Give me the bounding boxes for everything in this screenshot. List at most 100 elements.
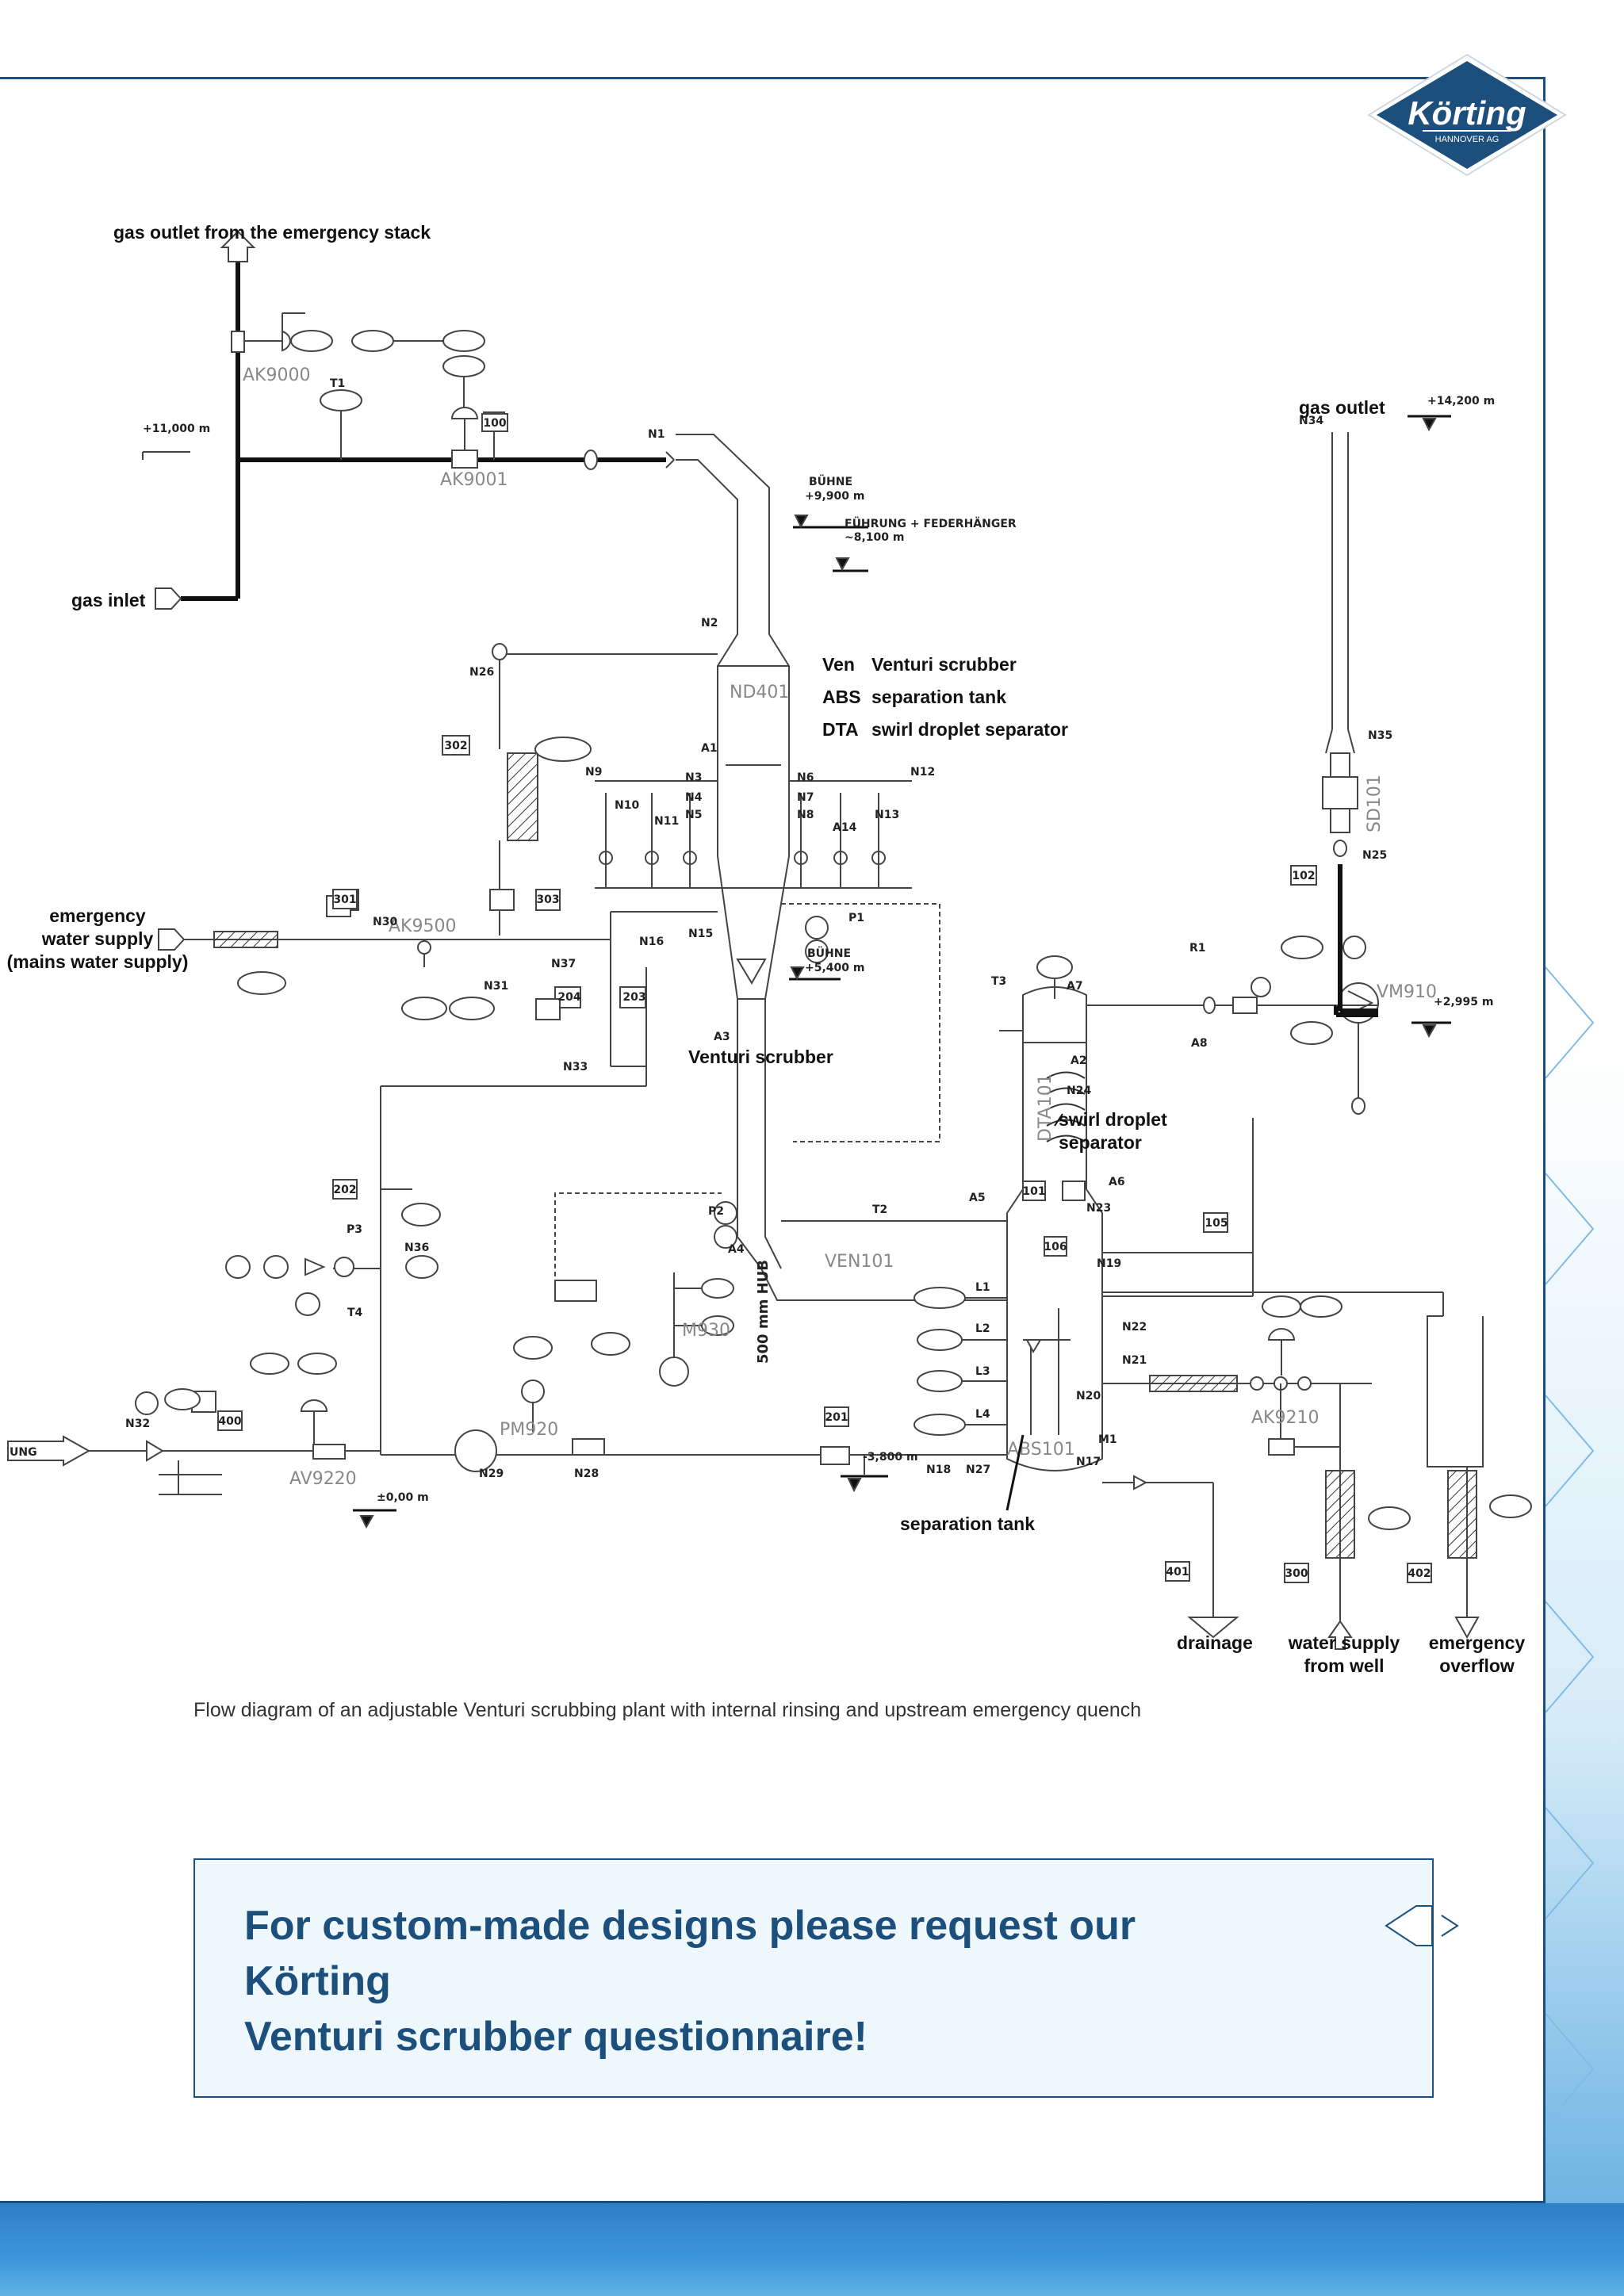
nozzle-tag: N22: [1122, 1321, 1147, 1334]
nozzle-tag: N26: [469, 666, 494, 679]
nozzle-tag: N36: [404, 1242, 429, 1254]
nozzle-tag: A8: [1191, 1037, 1208, 1050]
nozzle-tag: A7: [1067, 980, 1083, 993]
nozzle-tag: N11: [654, 815, 679, 828]
nozzle-tag: N1: [648, 428, 665, 441]
nozzle-tag: N27: [966, 1464, 990, 1476]
nozzle-tag: N10: [615, 799, 639, 812]
line-number-tag: 301: [333, 894, 356, 906]
elev-11000: +11,000 m: [143, 423, 210, 435]
tag-m930: M930: [682, 1321, 730, 1341]
nozzle-tag: N5: [685, 809, 702, 821]
decorative-chevrons: [1545, 966, 1595, 2126]
nozzle-tag: R1: [1189, 942, 1206, 955]
line-number-tag: 201: [825, 1411, 848, 1424]
nozzle-tag: N37: [551, 958, 576, 970]
tag-sd101: SD101: [1365, 775, 1385, 832]
nozzle-tag: A2: [1071, 1054, 1087, 1067]
label-drainage: drainage: [1177, 1632, 1253, 1653]
content-frame: [0, 77, 1545, 2203]
nozzle-tag: N8: [797, 809, 814, 821]
label-swirl-droplet-separator: swirl droplet separator: [1059, 1109, 1167, 1153]
nozzle-tag: N24: [1067, 1085, 1091, 1097]
nozzle-tag: L3: [975, 1365, 990, 1378]
line-number-tag: 203: [622, 991, 645, 1004]
nozzle-tag: N21: [1122, 1354, 1147, 1367]
line-number-tag: 202: [333, 1184, 356, 1196]
line-number-tag: 204: [557, 991, 580, 1004]
platform-buhne-top: BÜHNE: [809, 474, 852, 488]
tag-ven101: VEN101: [825, 1252, 894, 1272]
elev-minus3800: -3,800 m: [863, 1451, 918, 1464]
nozzle-tag: N31: [484, 980, 508, 993]
line-number-tag: 106: [1044, 1241, 1067, 1253]
nozzle-tag: N15: [688, 928, 713, 940]
label-venturi-scrubber: Venturi scrubber: [688, 1047, 833, 1067]
nozzle-tag: N18: [926, 1464, 951, 1476]
questionnaire-callout: For custom-made designs please request o…: [193, 1858, 1459, 2098]
nozzle-tag: N32: [125, 1418, 150, 1430]
tag-vm910: VM910: [1377, 982, 1437, 1002]
nozzle-tag: P3: [347, 1223, 362, 1236]
nozzle-tag: N2: [701, 617, 718, 629]
nozzle-tag: N13: [875, 809, 899, 821]
hub-label: 500 mm HUB: [755, 1260, 772, 1364]
elev-5400: +5,400 m: [805, 962, 864, 974]
line-number-tag: 400: [218, 1415, 241, 1428]
line-number-tag: 102: [1292, 870, 1315, 882]
nozzle-tag: A3: [714, 1031, 730, 1043]
nozzle-tag: N29: [479, 1468, 504, 1480]
nozzle-tag: N12: [910, 766, 935, 779]
platform-buhne-bottom: BÜHNE: [807, 946, 851, 960]
label-emergency-overflow: emergency overflow: [1428, 1632, 1526, 1676]
nozzle-tag: T1: [330, 377, 345, 390]
nozzle-tag: L1: [975, 1281, 990, 1294]
label-gas-inlet: gas inlet: [71, 590, 146, 610]
tag-nd401: ND401: [730, 683, 789, 702]
nozzle-tag: T2: [872, 1203, 887, 1216]
nozzle-tag: N3: [685, 771, 702, 784]
nozzle-tag: T3: [991, 975, 1006, 988]
nozzle-tag: A1: [701, 742, 718, 755]
nozzle-tag: L4: [975, 1408, 990, 1421]
nozzle-tag: P1: [848, 912, 864, 924]
stack-outlet-arrow: [220, 230, 256, 262]
elev-8100: ~8,100 m: [845, 531, 904, 544]
label-gas-outlet: gas outlet: [1299, 397, 1385, 418]
figure-caption: Flow diagram of an adjustable Venturi sc…: [193, 1699, 1142, 1721]
elev-14200: +14,200 m: [1427, 395, 1495, 408]
nozzle-tag: M1: [1098, 1433, 1117, 1446]
label-emergency-water-supply: emergency water supply (mains water supp…: [6, 905, 189, 972]
elev-0: ±0,00 m: [377, 1491, 429, 1504]
nozzle-tag: N28: [574, 1468, 599, 1480]
gas-inlet-arrow: [155, 587, 182, 610]
nozzle-tag: A4: [728, 1243, 745, 1256]
line-number-tag: 402: [1408, 1567, 1431, 1580]
dta101-head: [1022, 986, 1087, 1043]
line-number-tag: 105: [1205, 1217, 1228, 1230]
tag-ak9001: AK9001: [440, 470, 508, 490]
pump-pm920-symbol: [454, 1429, 497, 1472]
label-separation-tank: separation tank: [900, 1513, 1035, 1534]
nozzle-tag: N30: [373, 916, 397, 928]
flow-diagram: AK9000 AK9001 ND401 AK9500 VEN101 M930 P…: [7, 230, 1532, 1650]
line-number-tag: 303: [536, 894, 559, 906]
label-gas-outlet-emergency-stack: gas outlet from the emergency stack: [113, 222, 431, 243]
elev-9900: +9,900 m: [805, 490, 864, 503]
nozzle-tag: N7: [797, 791, 814, 804]
nozzle-tag: N17: [1076, 1456, 1101, 1468]
nozzle-tag: A5: [969, 1192, 986, 1204]
nozzle-tag: L2: [975, 1322, 990, 1335]
nozzle-tag: N20: [1076, 1390, 1101, 1402]
nozzle-tag: N19: [1097, 1257, 1121, 1270]
line-number-tag: 101: [1022, 1185, 1045, 1198]
nozzle-tag: N16: [639, 936, 664, 948]
nozzle-tag: N9: [585, 766, 602, 779]
platform-fuhrung: FÜHRUNG + FEDERHÄNGER: [845, 516, 1017, 530]
korting-logo: Körting HANNOVER AG: [1367, 53, 1567, 177]
tag-ak9500: AK9500: [389, 916, 456, 936]
line-number-tag: 401: [1166, 1566, 1189, 1578]
